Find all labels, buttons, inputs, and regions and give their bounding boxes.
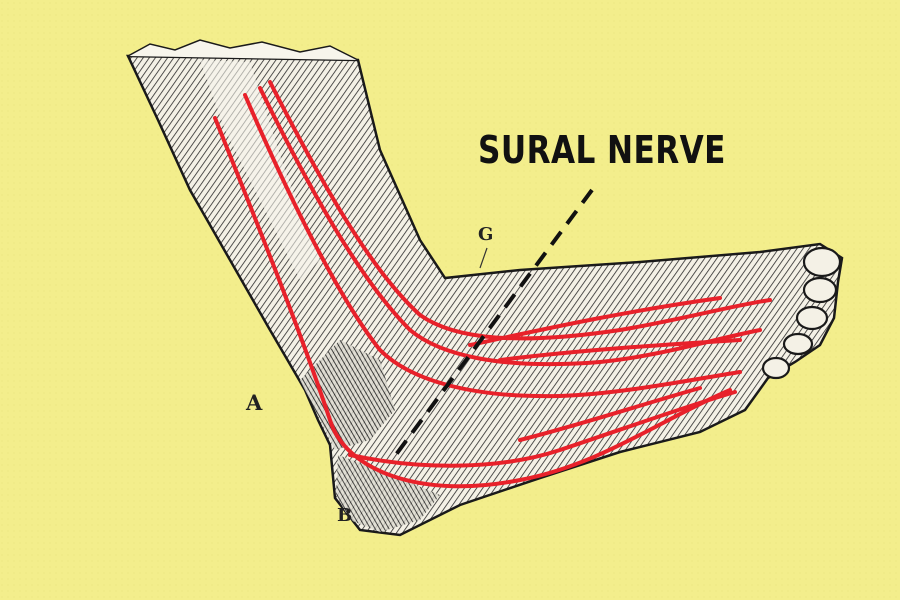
toe-4: [782, 332, 814, 356]
nerve-branch-3: [348, 390, 737, 468]
toe-2: [802, 276, 838, 304]
nerve-branch-4: [518, 386, 702, 442]
engraving-letter-b: B: [337, 505, 353, 526]
nerve-line-3: [258, 86, 762, 367]
nerve-line-2: [243, 93, 742, 399]
torn-paper-edge: [127, 39, 359, 61]
nerve-branch-1: [468, 296, 722, 347]
nerve-branch-2: [498, 338, 742, 362]
nerve-lines: [213, 80, 772, 489]
engraving-letter-a: A: [246, 390, 263, 415]
toe-1: [802, 246, 842, 278]
shin-highlight: [200, 60, 320, 280]
toe-3: [795, 305, 829, 331]
ankle-shadow: [300, 340, 395, 450]
heel-shadow: [336, 455, 440, 532]
callout-pointer-line: [390, 188, 594, 462]
engraving-letter-c: G: [478, 224, 494, 245]
toe-5: [761, 356, 791, 380]
nerve-line-1: [213, 116, 732, 489]
nerve-line-4: [268, 80, 772, 341]
sural-nerve-label: SURAL NERVE: [478, 128, 726, 172]
engraving-guide-mark: [479, 247, 488, 269]
